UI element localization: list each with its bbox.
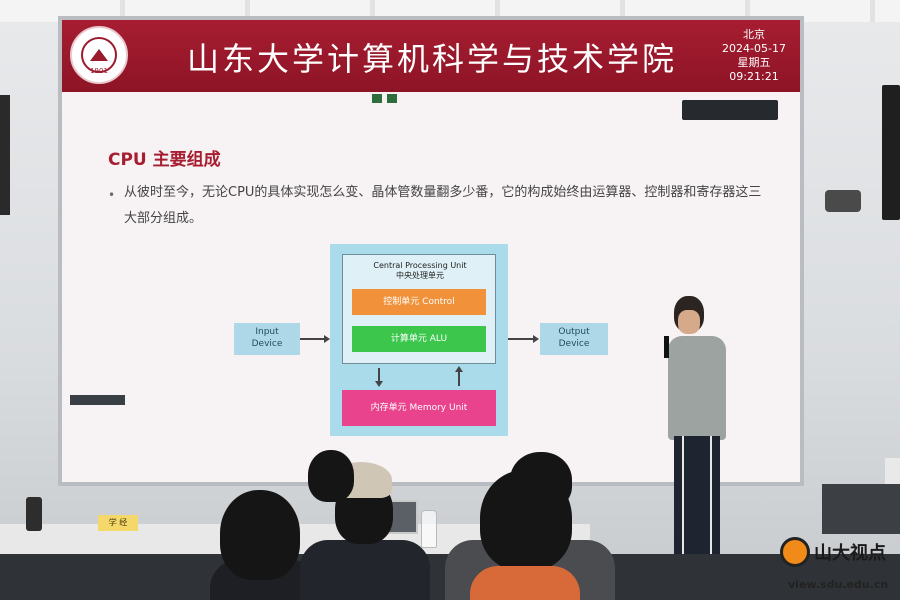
input-device-box: Input Device: [234, 323, 300, 355]
arrow-memory-to-cpu: [458, 372, 460, 386]
logo-mountain-icon: [90, 49, 108, 61]
slide-heading: CPU 主要组成: [108, 150, 221, 170]
watermark-eye-icon: [780, 537, 810, 567]
watermark-url: view.sdu.edu.cn: [788, 578, 889, 591]
arrow-head-icon: [455, 366, 463, 372]
audience-hoodie: [470, 566, 580, 600]
presenter: [660, 296, 730, 586]
arrow-input-to-cpu: [300, 338, 326, 340]
water-bottle: [421, 510, 437, 548]
cpu-title-en: Central Processing Unit: [373, 261, 467, 270]
ceiling: [0, 0, 900, 22]
university-logo: 1901: [70, 26, 128, 84]
clock-date: 2024-05-17: [722, 42, 786, 55]
meeting-toolbar[interactable]: [682, 100, 778, 120]
screen-overlay-chip[interactable]: [70, 395, 125, 405]
presenter-pants: [674, 436, 720, 570]
banner-title: 山东大学计算机科学与技术学院: [186, 40, 677, 78]
cpu-title: Central Processing Unit 中央处理单元: [343, 261, 497, 281]
arrow-head-icon: [324, 335, 330, 343]
memory-unit-box: 内存单元 Memory Unit: [342, 390, 496, 426]
clock-city: 北京: [743, 28, 765, 41]
presenter-shirt: [668, 336, 726, 440]
clock-time: 09:21:21: [729, 70, 779, 83]
pants-stripe: [710, 436, 712, 570]
stage-cabinet: [822, 484, 900, 534]
output-device-box: Output Device: [540, 323, 608, 355]
arrow-head-icon: [533, 335, 539, 343]
microphone-icon: [664, 336, 669, 358]
arrow-head-icon: [375, 381, 383, 387]
audience-torso: [300, 540, 430, 600]
control-unit-box: 控制单元 Control: [352, 289, 486, 315]
wall-speaker-left: [0, 95, 10, 215]
cup: [26, 497, 42, 531]
pants-stripe: [682, 436, 684, 570]
cpu-diagram: Central Processing Unit 中央处理单元 控制单元 Cont…: [330, 244, 508, 436]
room-camera: [825, 190, 861, 212]
college-banner: 1901 山东大学计算机科学与技术学院 北京 2024-05-17 星期五 09…: [62, 20, 800, 92]
arrow-cpu-to-memory: [378, 368, 380, 382]
output-line-1: Output: [558, 327, 590, 337]
name-card: 学 经: [98, 515, 138, 531]
clock-weekday: 星期五: [737, 56, 771, 69]
audience-head: [220, 490, 300, 580]
banner-clock: 北京 2024-05-17 星期五 09:21:21: [712, 28, 796, 84]
input-line-2: Device: [251, 339, 283, 349]
bullet-dot-icon: •: [108, 188, 116, 202]
logo-year: 1901: [90, 67, 108, 75]
screen-tabs: [372, 94, 400, 103]
arrow-cpu-to-output: [508, 338, 534, 340]
presenter-face: [678, 310, 700, 334]
watermark-brand: 山大视点: [814, 543, 886, 564]
audience-head: [480, 470, 572, 570]
projection-screen: 1901 山东大学计算机科学与技术学院 北京 2024-05-17 星期五 09…: [62, 20, 800, 482]
input-line-1: Input: [255, 327, 279, 337]
cpu-title-zh: 中央处理单元: [396, 271, 444, 280]
screen-tab[interactable]: [372, 94, 382, 103]
audience-head: [308, 450, 354, 502]
screen-tab[interactable]: [386, 94, 397, 103]
alu-box: 计算单元 ALU: [352, 326, 486, 352]
output-line-2: Device: [558, 339, 590, 349]
cpu-box: Central Processing Unit 中央处理单元 控制单元 Cont…: [342, 254, 496, 364]
wall-speaker-right: [882, 85, 900, 220]
slide-bullet-text: 从彼时至今，无论CPU的具体实现怎么变、晶体管数量翻多少番，它的构成始终由运算器…: [124, 185, 762, 226]
logo-ring: [81, 37, 117, 73]
